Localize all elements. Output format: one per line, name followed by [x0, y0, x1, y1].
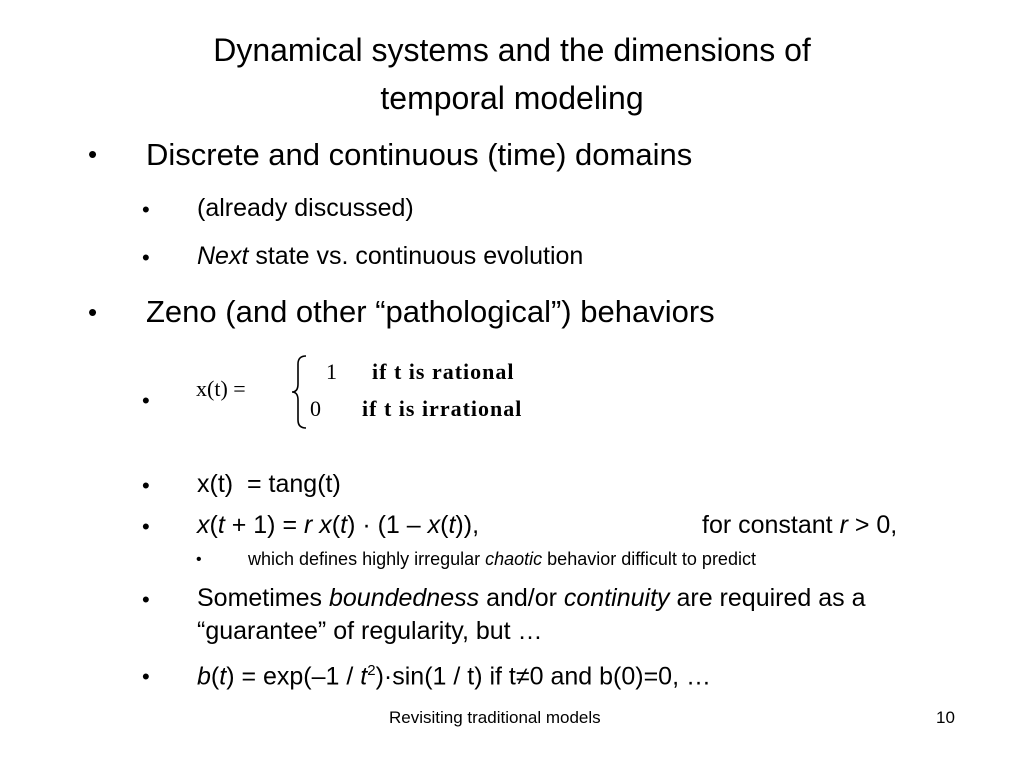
var-t: t	[360, 662, 368, 691]
var-t: t	[448, 511, 456, 539]
logistic-text: (	[209, 511, 218, 539]
bullet-marker: •	[196, 551, 202, 568]
slide-title-line-1: Dynamical systems and the dimensions of	[213, 32, 811, 68]
next-italic: Next	[197, 242, 249, 270]
page-number: 10	[936, 708, 955, 727]
bullet-chaotic: which defines highly irregular chaotic b…	[248, 550, 756, 568]
logistic-condition: for constant r > 0,	[702, 513, 897, 538]
bullet-marker: •	[142, 388, 150, 413]
chaotic-text: which defines highly irregular	[248, 549, 486, 569]
var-x: x	[319, 511, 332, 539]
bullet-next-state: Next state vs. continuous evolution	[197, 244, 583, 269]
bullet-marker: •	[88, 297, 98, 327]
condition-text: > 0,	[847, 511, 898, 539]
left-brace-icon	[291, 355, 307, 429]
bullet-marker: •	[142, 473, 150, 498]
bullet-tang: x(t) = tang(t)	[197, 470, 341, 498]
chaotic-italic: chaotic	[485, 549, 543, 569]
bullet-marker: •	[142, 245, 150, 270]
bullet-marker: •	[142, 197, 150, 222]
slide-title-line-2: temporal modeling	[380, 80, 644, 116]
condition-text: for constant	[702, 511, 840, 539]
bfunc-text: ) = exp(–1 /	[226, 662, 361, 691]
var-x: x	[427, 511, 441, 539]
next-state-text: state vs. continuous evolution	[248, 242, 584, 270]
bullet-sometimes-line-2: “guarantee” of regularity, but …	[197, 617, 543, 645]
boundedness-italic: boundedness	[328, 584, 480, 612]
bullet-marker: •	[142, 664, 150, 689]
logistic-text: + 1) =	[224, 511, 304, 539]
bullet-discrete-continuous: Discrete and continuous (time) domains	[146, 137, 693, 172]
bullet-marker: •	[142, 514, 150, 539]
sometimes-text: and/or	[479, 584, 564, 612]
formula-lhs: x(t) =	[196, 376, 246, 401]
exponent: 2	[367, 662, 376, 679]
formula-case1-text: if t is rational	[372, 359, 515, 384]
var-t: t	[219, 662, 227, 691]
sometimes-text: Sometimes	[197, 584, 329, 612]
bullet-marker: •	[142, 587, 150, 612]
var-b: b	[197, 662, 211, 691]
var-t: t	[340, 511, 348, 539]
bullet-b-function: b(t) = exp(–1 / t2)·sin(1 / t) if t≠0 an…	[197, 663, 711, 689]
formula-case1-value: 1	[326, 359, 337, 384]
logistic-text: (	[440, 511, 449, 539]
logistic-text: (	[331, 511, 341, 539]
chaotic-text: behavior difficult to predict	[542, 549, 756, 569]
bullet-logistic-map: x(t + 1) = r x(t) · (1 – x(t)),	[197, 513, 479, 538]
sometimes-text: are required as a	[669, 584, 866, 612]
var-r: r	[839, 511, 848, 539]
bullet-sometimes: Sometimes boundedness and/or continuity …	[197, 586, 865, 611]
bfunc-text: )·sin(1 / t) if t≠0 and b(0)=0, …	[375, 662, 711, 691]
bullet-zeno: Zeno (and other “pathological”) behavior…	[146, 294, 715, 329]
footer-title: Revisiting traditional models	[389, 708, 601, 727]
bullet-marker: •	[88, 139, 98, 169]
logistic-text: )),	[455, 511, 480, 539]
var-x: x	[197, 511, 210, 539]
formula-case2-value: 0	[310, 396, 321, 421]
var-t: t	[217, 511, 225, 539]
formula-case2-text: if t is irrational	[362, 396, 523, 421]
continuity-italic: continuity	[563, 584, 670, 612]
bfunc-text: (	[210, 662, 220, 691]
bullet-already-discussed: (already discussed)	[197, 194, 414, 222]
var-r: r	[304, 511, 313, 539]
logistic-text: ) · (1 –	[347, 511, 428, 539]
